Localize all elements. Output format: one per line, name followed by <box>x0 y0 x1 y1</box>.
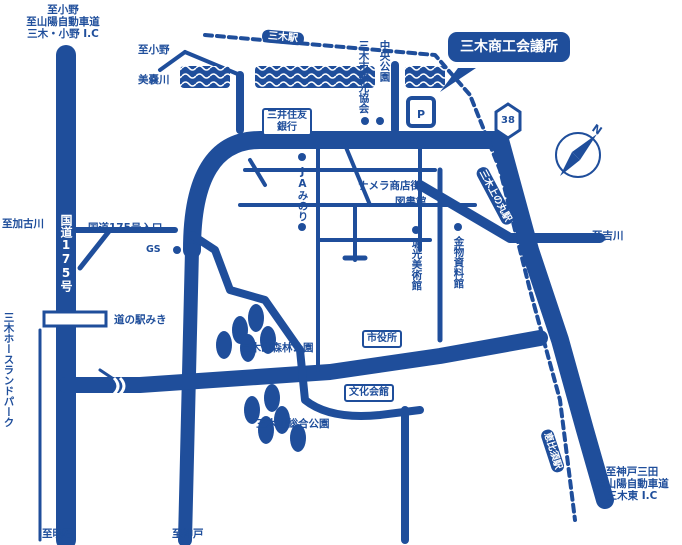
kanamono-museum-label: 金物資料館 <box>452 236 465 289</box>
ja-bank-label: JAみのり <box>296 166 309 222</box>
forest-trees <box>216 304 306 452</box>
dest-west: 至加古川 <box>2 218 44 230</box>
michi-no-eki-label: 道の駅みき <box>114 314 167 326</box>
route-175-entrance-label: 国道175号入口 <box>88 222 163 234</box>
compass-icon <box>555 132 601 178</box>
michi-no-eki-marker <box>42 310 108 328</box>
mitsui-bank-label: 三井住友 銀行 <box>262 108 312 136</box>
dest-southeast: 至神戸三田 至山陽自動車道 三木東 I.C <box>595 466 669 502</box>
route-38-sign <box>494 102 522 140</box>
gs-label: GS <box>146 244 161 255</box>
city-hall-label: 市役所 <box>362 330 402 348</box>
park-icon: P <box>406 96 436 128</box>
river-label: 美嚢川 <box>138 74 170 86</box>
route-38 <box>491 131 614 509</box>
namera-label: ナメラ商店街 <box>358 180 421 192</box>
chuo-park-label: 中央公園 <box>378 40 391 82</box>
svg-text:P: P <box>417 108 425 121</box>
main-road-north <box>183 131 509 259</box>
tourism-label: 三木市観光協会 <box>357 40 370 114</box>
route-175-label: 国道175号 <box>59 214 73 292</box>
callout-tail <box>440 68 476 92</box>
dest-south-left: 至明石 <box>42 528 74 540</box>
dest-west-vertical: 三木ホースランドパーク <box>2 312 15 428</box>
route-38-number: 38 <box>501 115 515 126</box>
main-road-south <box>58 330 548 393</box>
dest-north-left: 至小野 至山陽自動車道 三木・小野 I.C <box>26 4 100 40</box>
horimitsu-museum-label: 堀光美術館 <box>410 238 423 291</box>
sports-park-label: 三木山総合公園 <box>256 418 330 430</box>
forest-park-label: 三木山森林公園 <box>240 342 314 354</box>
chamber-callout: 三木商工会議所 <box>448 32 570 62</box>
culture-hall-label: 文化会館 <box>344 384 394 402</box>
dest-east: 至吉川 <box>592 230 624 242</box>
railway-line <box>203 33 577 522</box>
library-label: 図書館 <box>395 196 427 208</box>
dest-north-center: 至小野 <box>138 44 170 56</box>
dest-south-center: 至神戸 <box>172 528 204 540</box>
